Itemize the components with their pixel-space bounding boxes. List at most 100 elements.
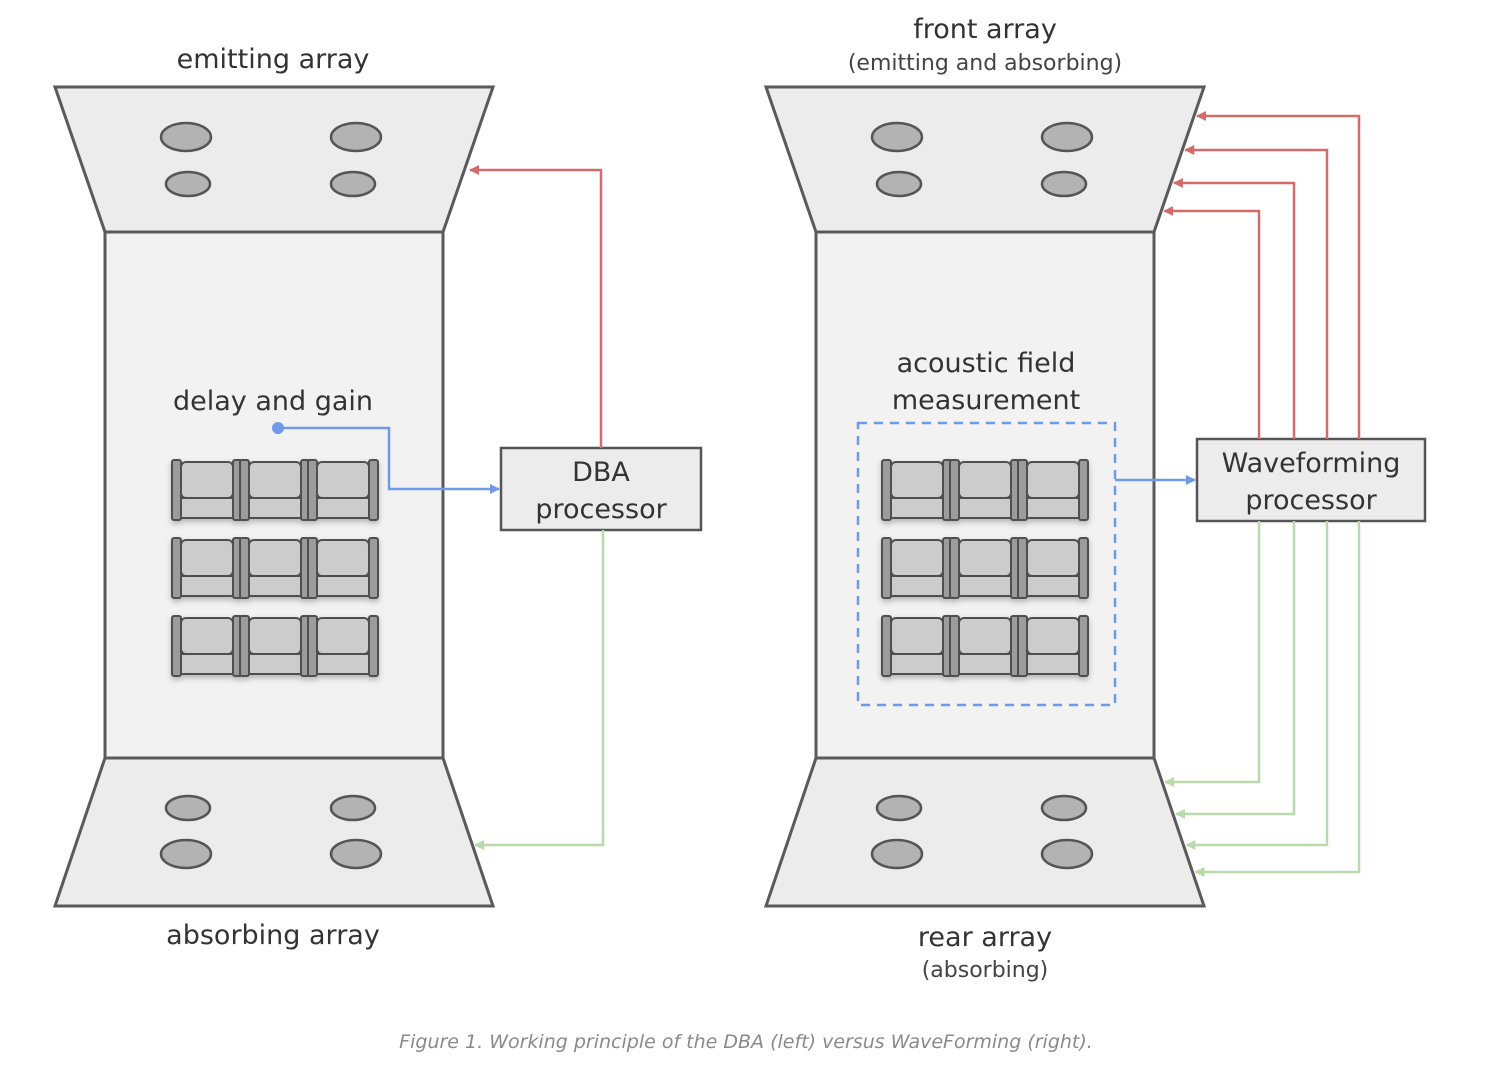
armrest [171, 459, 182, 521]
seat-cushion [316, 575, 370, 597]
seat-back [180, 461, 234, 499]
front-speakers [870, 121, 1094, 198]
seat-icon [239, 537, 311, 599]
front-feed-arrow [1184, 145, 1329, 439]
emitting-array-panel [52, 85, 496, 234]
seat-back [248, 461, 302, 499]
seat-icon [881, 459, 953, 521]
front-feed-arrow [1163, 206, 1261, 439]
seating-right [881, 459, 1089, 677]
seat-icon [1017, 537, 1089, 599]
seat-cushion [316, 653, 370, 675]
seat-back [1026, 617, 1080, 655]
seat-cushion [316, 497, 370, 519]
seat-icon [1017, 615, 1089, 677]
armrest [368, 459, 379, 521]
absorbing-array-label: absorbing array [166, 920, 380, 951]
seating-left [171, 459, 379, 677]
speaker-icon [1040, 121, 1094, 153]
armrest [307, 537, 318, 599]
rear-feed-arrow [1164, 521, 1261, 787]
speaker-icon [164, 170, 212, 198]
seat-row [881, 615, 1089, 677]
seat-cushion [958, 575, 1012, 597]
speaker-icon [1040, 170, 1088, 198]
dba-processor-label-2: processor [535, 494, 667, 525]
seat-cushion [1026, 653, 1080, 675]
seat-cushion [1026, 497, 1080, 519]
armrest [881, 615, 892, 677]
front-feed-arrow [1172, 178, 1296, 439]
front-array-label: front array [913, 14, 1057, 45]
speaker-icon [875, 170, 923, 198]
speaker-icon [329, 838, 383, 870]
armrest [881, 459, 892, 521]
seat-row [171, 459, 379, 521]
seat-back [958, 539, 1012, 577]
seat-cushion [180, 575, 234, 597]
armrest [239, 537, 250, 599]
seat-row [171, 615, 379, 677]
armrest [1078, 459, 1089, 521]
speaker-icon [329, 170, 377, 198]
armrest [949, 537, 960, 599]
rear-array-panel [763, 756, 1207, 908]
seat-cushion [890, 497, 944, 519]
seat-icon [171, 615, 243, 677]
speaker-icon [1040, 838, 1094, 870]
rear-array-label: rear array [918, 922, 1052, 953]
seat-cushion [1026, 575, 1080, 597]
seat-icon [171, 537, 243, 599]
seat-cushion [180, 653, 234, 675]
seat-cushion [248, 575, 302, 597]
rear-feed-arrow [1185, 521, 1329, 850]
seat-back [316, 461, 370, 499]
seat-back [316, 617, 370, 655]
armrest [1017, 537, 1028, 599]
speaker-icon [164, 794, 212, 822]
seat-icon [949, 537, 1021, 599]
waveforming-feeds [1163, 111, 1361, 877]
speaker-icon [875, 794, 923, 822]
emitting-array-label: emitting array [177, 44, 370, 75]
speaker-icon [870, 838, 924, 870]
front-feed-arrow [1196, 111, 1361, 439]
seat-icon [171, 459, 243, 521]
seat-back [1026, 461, 1080, 499]
rear-feed-arrow [1174, 521, 1296, 819]
seat-cushion [958, 497, 1012, 519]
seat-row [171, 537, 379, 599]
seat-cushion [180, 497, 234, 519]
seat-cushion [248, 653, 302, 675]
front-array-panel [763, 85, 1207, 234]
seat-back [180, 539, 234, 577]
figure-caption: Figure 1. Working principle of the DBA (… [399, 1031, 1093, 1053]
speaker-icon [1040, 794, 1088, 822]
seat-back [958, 461, 1012, 499]
seat-icon [881, 537, 953, 599]
emitting-speakers [159, 121, 383, 198]
seat-back [1026, 539, 1080, 577]
armrest [239, 615, 250, 677]
seat-back [958, 617, 1012, 655]
seat-cushion [958, 653, 1012, 675]
armrest [881, 537, 892, 599]
emit-feed-arrow [469, 165, 603, 448]
waveforming-processor-label-2: processor [1245, 485, 1377, 516]
seat-back [248, 617, 302, 655]
seat-back [316, 539, 370, 577]
rear-speakers [870, 794, 1094, 870]
speaker-icon [159, 121, 213, 153]
speaker-icon [329, 121, 383, 153]
absorb-feed-arrow [474, 530, 605, 850]
armrest [368, 615, 379, 677]
armrest [1017, 459, 1028, 521]
absorbing-speakers [159, 794, 383, 870]
rear-feed-arrow [1194, 521, 1361, 877]
armrest [1017, 615, 1028, 677]
seat-icon [949, 459, 1021, 521]
armrest [949, 459, 960, 521]
seat-icon [307, 537, 379, 599]
seat-row [881, 537, 1089, 599]
armrest [949, 615, 960, 677]
